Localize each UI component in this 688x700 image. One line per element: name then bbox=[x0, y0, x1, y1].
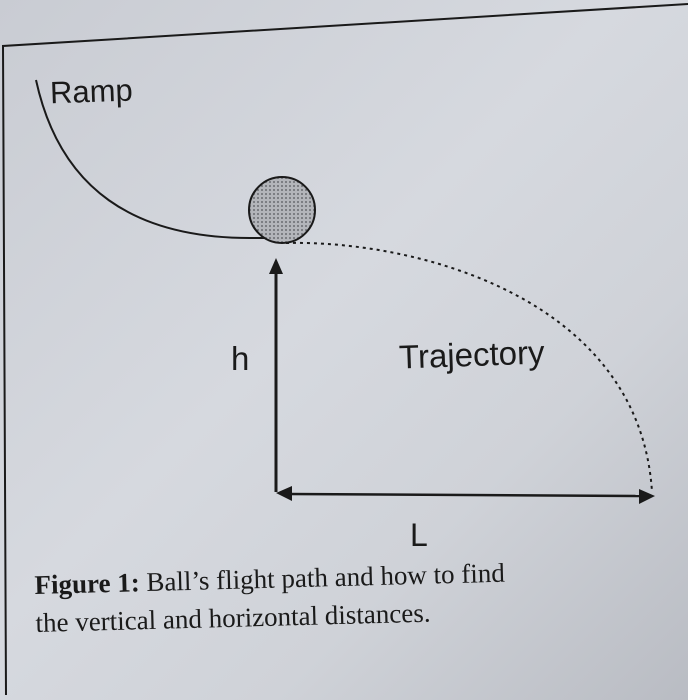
height-arrow bbox=[269, 258, 283, 492]
trajectory-curve bbox=[285, 241, 653, 493]
ramp-curve bbox=[35, 79, 282, 239]
caption-figure-number: Figure 1: bbox=[34, 567, 141, 600]
trajectory-label: Trajectory bbox=[398, 333, 546, 376]
caption-text-line-1: Ball’s flight path and how to find bbox=[146, 557, 506, 598]
length-label: L bbox=[410, 517, 428, 553]
ramp-label: Ramp bbox=[49, 72, 134, 111]
length-arrow bbox=[276, 486, 655, 504]
figure-caption: Figure 1: Ball’s flight path and how to … bbox=[34, 550, 656, 642]
figure-frame bbox=[1, 3, 688, 696]
height-label: h bbox=[231, 340, 250, 377]
ball bbox=[248, 176, 316, 244]
